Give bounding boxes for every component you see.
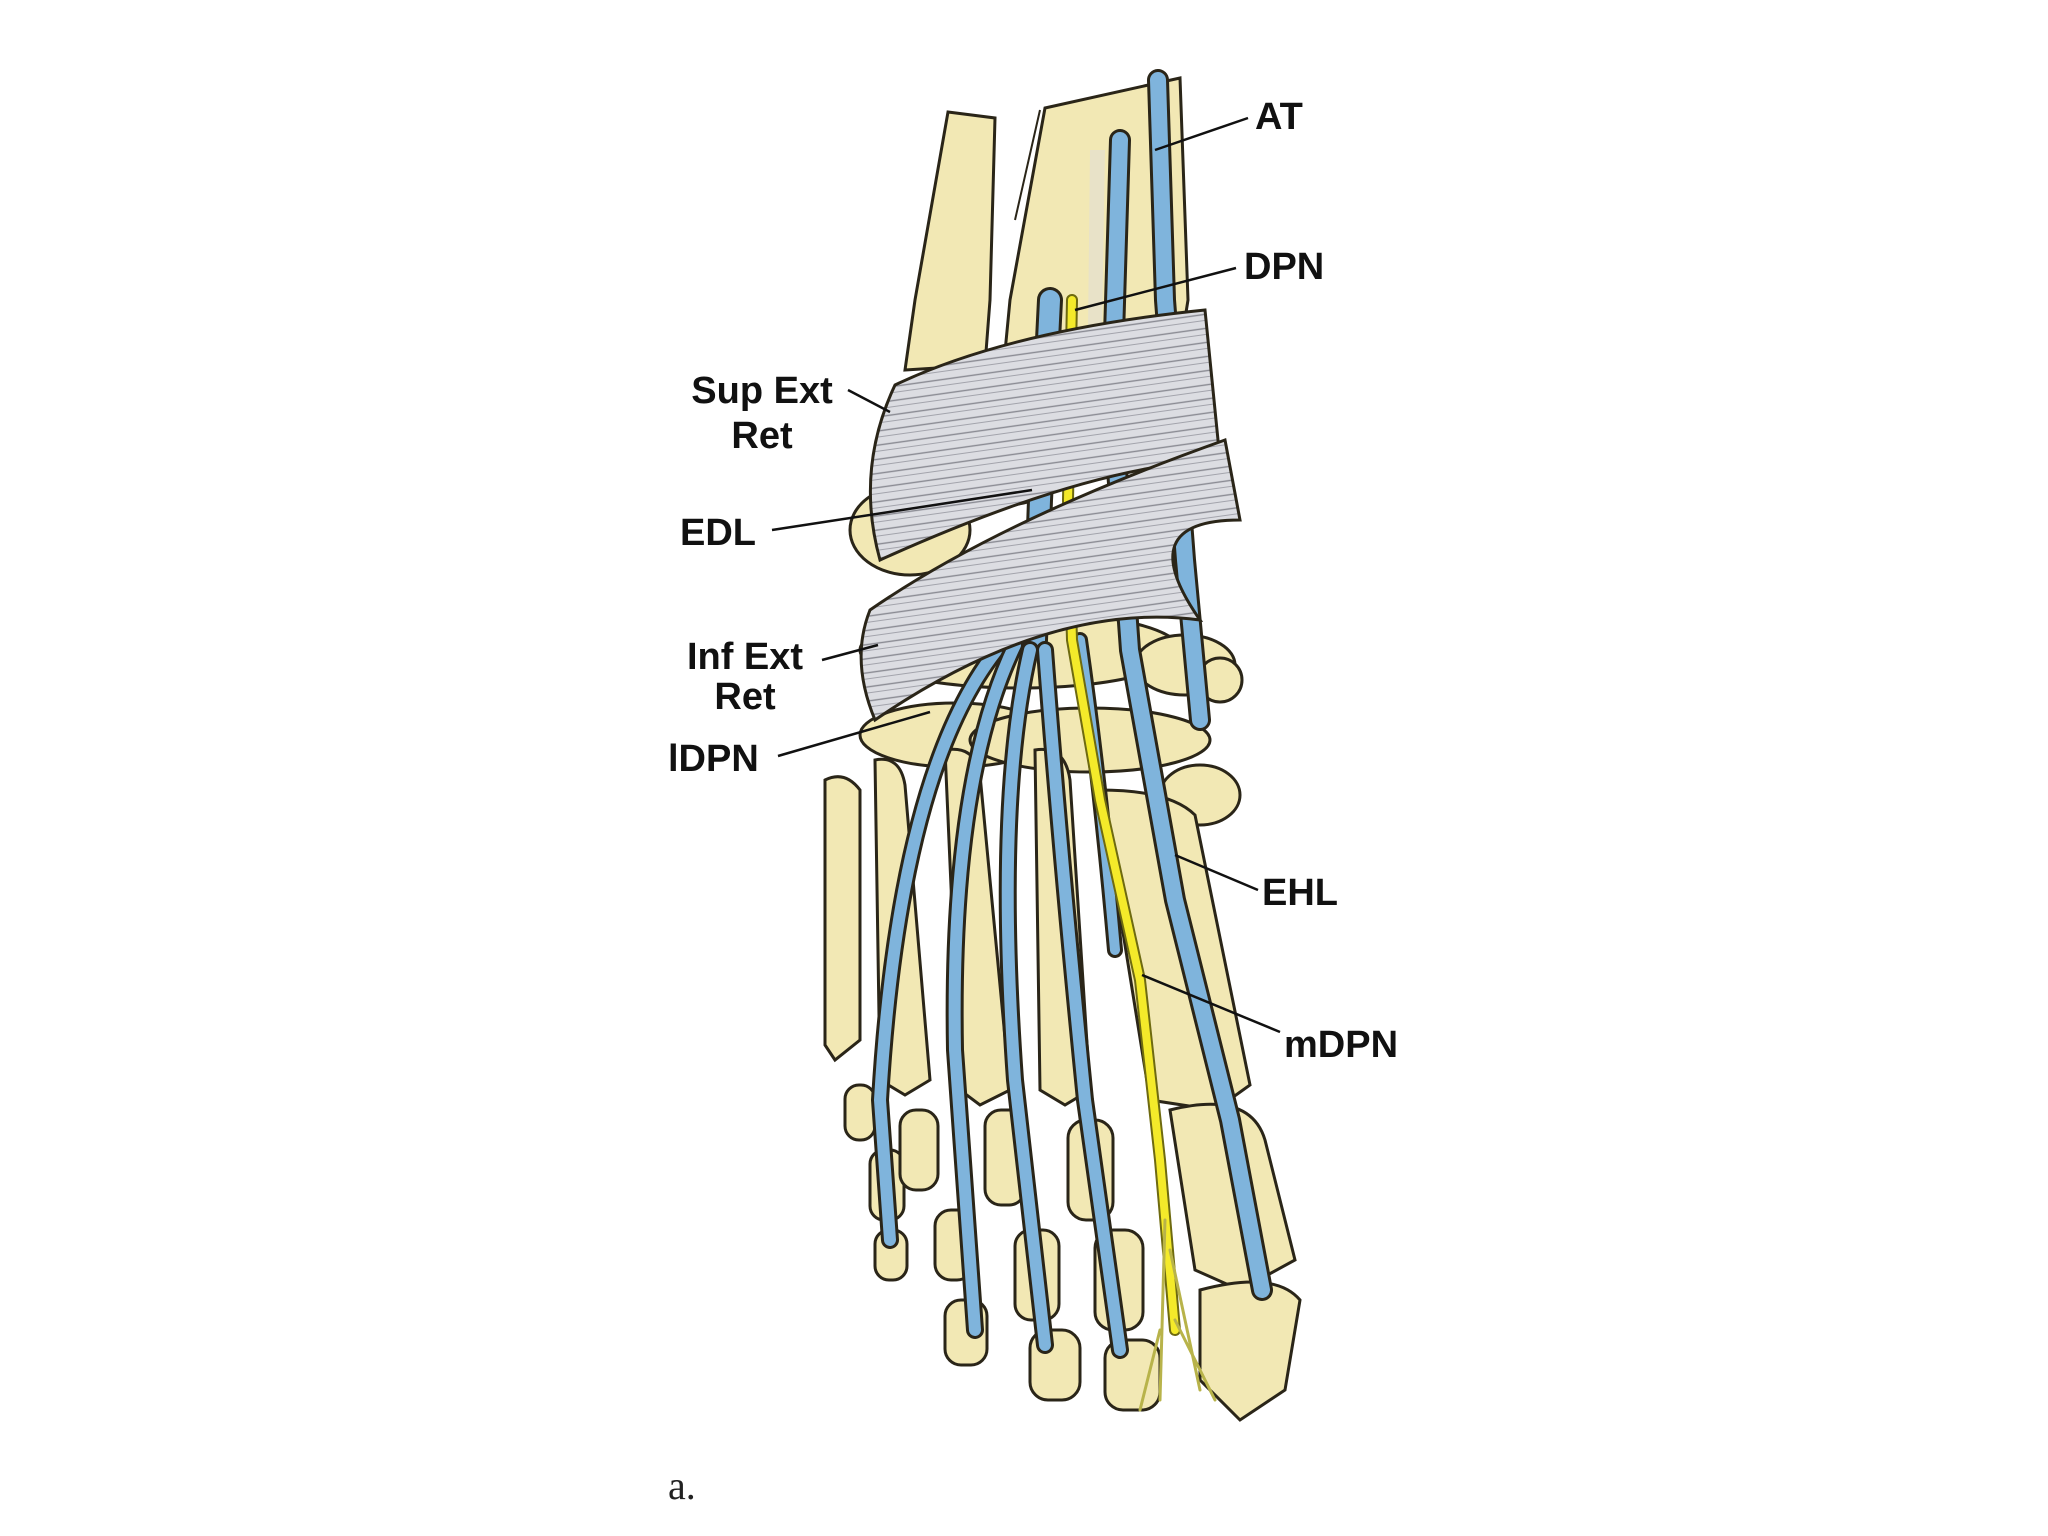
- leader-mdpn: [1141, 973, 1281, 1034]
- label-edl: EDL: [680, 512, 756, 554]
- tibia-fibula-bones: [903, 76, 1190, 372]
- label-at: AT: [1255, 96, 1303, 138]
- label-ldpn: lDPN: [668, 738, 759, 780]
- label-sup-ext-ret: Sup Ext Ret: [684, 372, 840, 455]
- panel-label: a.: [668, 1463, 696, 1508]
- inferior-extensor-retinaculum: [859, 437, 1242, 723]
- label-inf-ext-ret-line2: Ret: [714, 676, 776, 718]
- leader-sup-ext-ret: [847, 388, 891, 414]
- leader-dpn: [1074, 266, 1237, 312]
- deep-peroneal-nerve: [1061, 294, 1217, 1412]
- label-mdpn: mDPN: [1284, 1024, 1399, 1066]
- label-inf-ext-ret-line1: Inf Ext: [686, 636, 804, 678]
- leader-ehl: [1174, 853, 1259, 892]
- leader-at: [1154, 116, 1249, 152]
- leader-edl: [771, 488, 1033, 532]
- leader-inf-ext-ret: [821, 643, 879, 662]
- label-ehl: EHL: [1262, 872, 1338, 914]
- superior-extensor-retinaculum: [868, 308, 1222, 563]
- fibula-bone: [903, 110, 997, 372]
- label-sup-ext-ret-line1: Sup Ext: [691, 370, 833, 412]
- label-inf-ext-ret: Inf Ext Ret: [672, 638, 818, 716]
- extensor-retinacula: [859, 308, 1242, 723]
- leader-ldpn: [777, 710, 931, 758]
- label-sup-ext-ret-line2: Ret: [731, 415, 793, 457]
- label-dpn: DPN: [1244, 246, 1325, 288]
- leader-lines: [771, 116, 1281, 1034]
